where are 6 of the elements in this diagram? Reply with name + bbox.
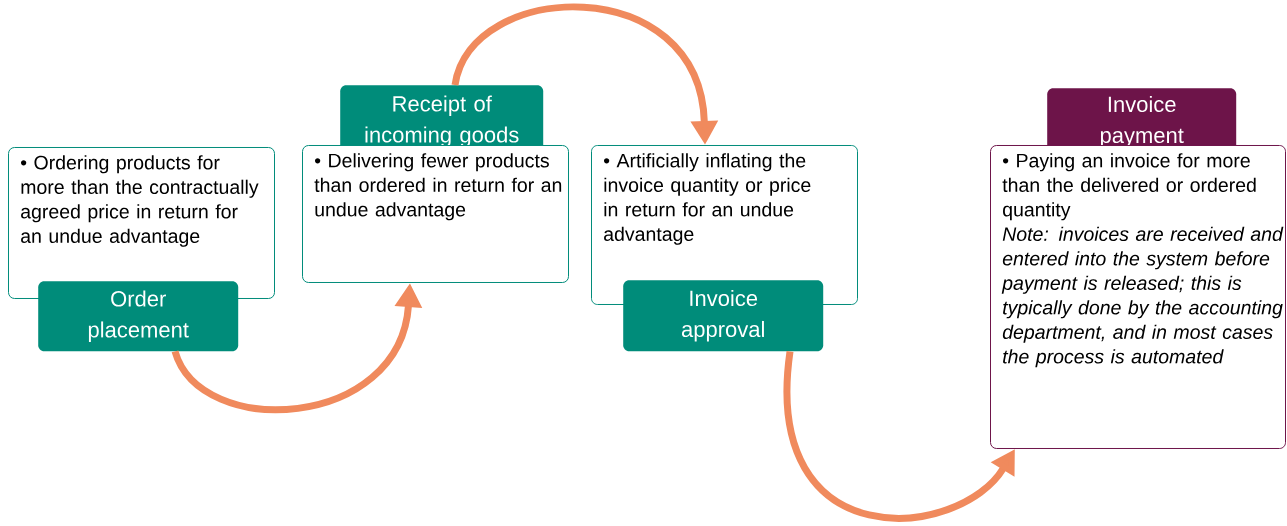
text-box: • Delivering fewer products than ordered in return for an undue advantage <box>302 145 569 283</box>
node-label: • Paying an invoice for more than the delivered or ordered quantity <box>1002 153 1256 221</box>
node-label: Note: invoices are received and entered into the system before payment is released; this is typically done by the accounting department, and in most cases the process is automated <box>1001 226 1284 368</box>
heading-tab: Invoice approval <box>623 280 824 352</box>
text-box: • Paying an invoice for more than the delivered or ordered quantity Note: invoices are received and entered into the system before payment is released; this is typically done by the accounting department, and in most cases the process is automated <box>990 145 1286 449</box>
heading-tab: Order placement <box>38 281 239 352</box>
